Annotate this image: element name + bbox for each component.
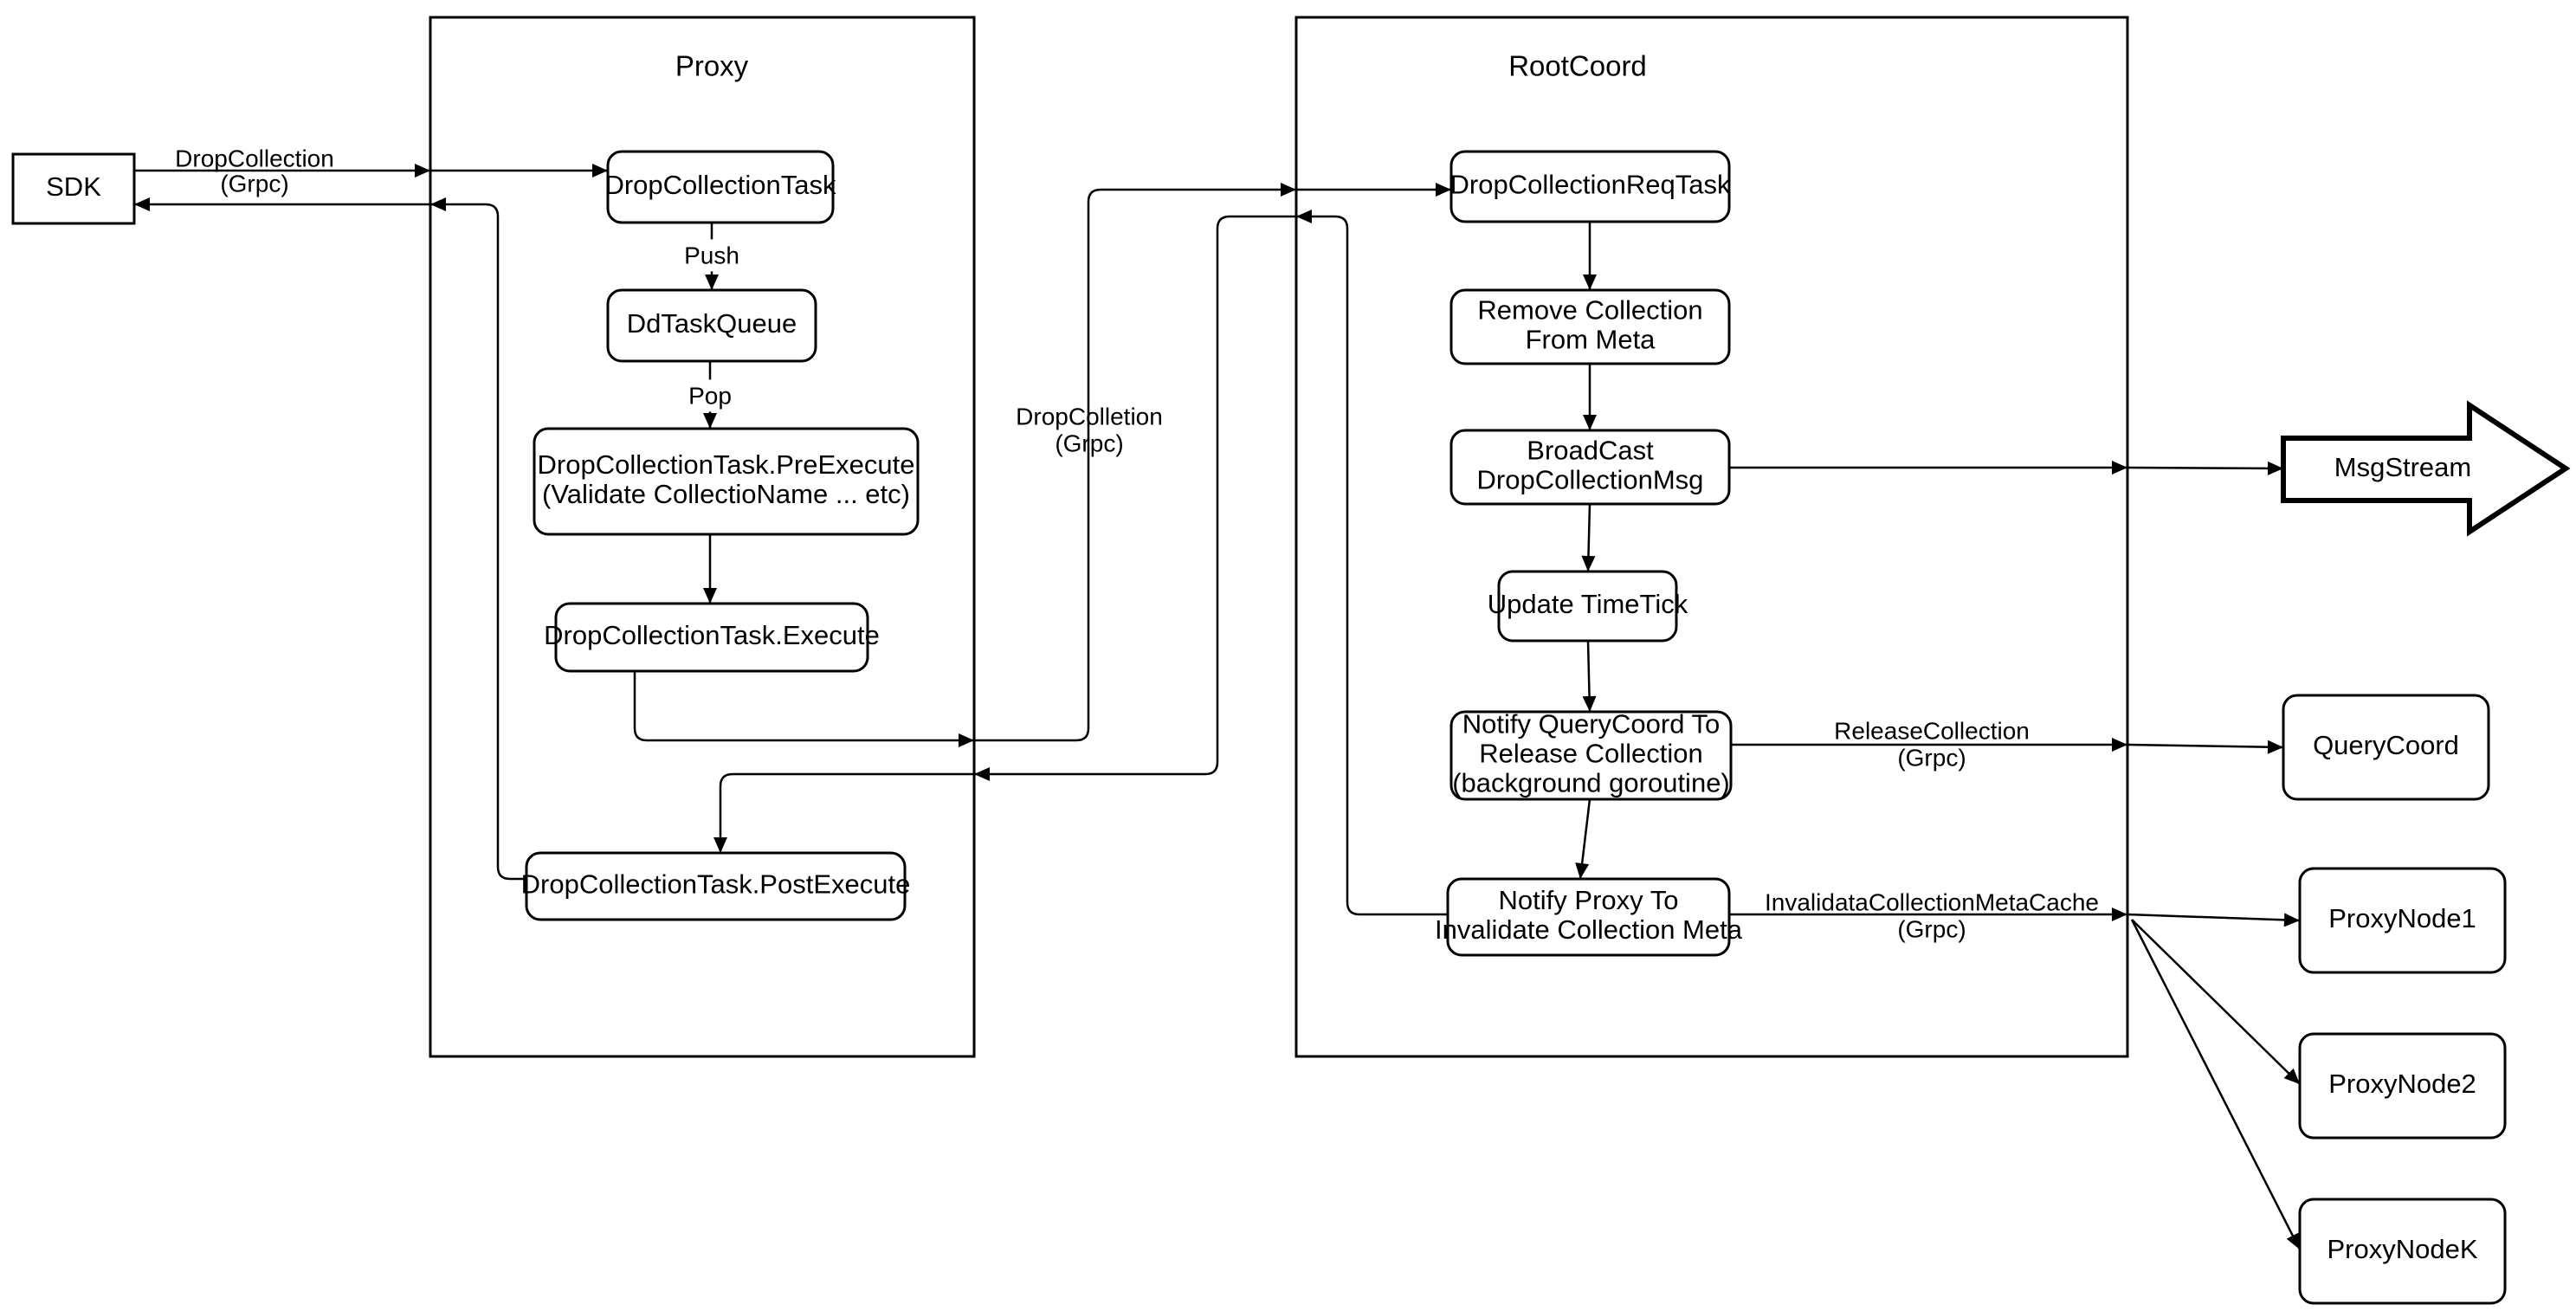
edge-rootcoord-edge-to-querycoord [2127,739,2284,754]
edge-execute-to-proxy-edge [633,671,974,747]
node-preExecute [533,427,920,536]
node-label-preExecute: (Validate CollectioName ... etc) [542,479,910,509]
label-dropcollection-grpc-text: DropCollection [175,145,334,171]
node-notifyQueryCoord [1449,710,1733,801]
node-label-postExecute: DropCollectionTask.PostExecute [521,869,911,900]
node-label-sdk: SDK [46,171,101,202]
edge-timetick-to-notifyqc [1582,640,1597,713]
node-sdk [11,152,136,225]
label-push-text: Push [684,242,739,268]
node-label-broadcast: BroadCast [1527,436,1654,466]
node-label-removeMeta: Remove Collection [1477,295,1702,326]
node-label-reqTask: DropCollectionReqTask [1450,170,1731,200]
node-dropCollectionTask [606,150,835,224]
node-removeMeta [1449,288,1731,365]
label-push-bg [679,239,745,272]
label-invalidatecache-text: InvalidataCollectionMetaCache [1765,888,2099,915]
node-label-dropCollectionTask: DropCollectionTask [604,170,836,200]
label-pop-bg [683,379,737,412]
edge-notifyqc-to-notifyproxy [1575,798,1591,880]
node-execute [554,602,869,673]
label-releasecollection-text: (Grpc) [1897,744,1966,771]
edge-rootcoord-edge-return-to-proxy-edge [974,215,1296,781]
label-dropcolletion-grpc-text: (Grpc) [1055,429,1123,456]
node-label-updateTimeTick: Update TimeTick [1488,589,1688,619]
label-releasecollection: ReleaseCollection(Grpc) [1834,717,2030,771]
node-ddTaskQueue [606,288,817,363]
edge-postexecute-to-proxy-edge [430,197,526,881]
node-queryCoord [2282,694,2490,801]
node-label-broadcast: DropCollectionMsg [1477,465,1704,495]
edge-proxy-edge-to-rootcoord-edge [974,183,1296,742]
node-notifyProxy [1446,877,1731,957]
node-label-notifyProxy: Invalidate Collection Meta [1435,914,1743,945]
msgstream-label: MsgStream [2334,452,2471,482]
label-dropcollection-grpc: DropCollection(Grpc) [175,145,334,197]
node-broadcast [1449,429,1731,506]
node-label-proxyNode2: ProxyNode2 [2328,1069,2476,1099]
node-label-notifyProxy: Notify Proxy To [1499,885,1679,915]
msgstream-arrow-shape [2281,400,2571,537]
label-releasecollection-text: ReleaseCollection [1834,717,2030,744]
node-updateTimeTick [1497,570,1678,643]
container-label-rootcoord: RootCoord [1508,50,1647,82]
node-label-ddTaskQueue: DdTaskQueue [627,308,797,339]
node-reqTask [1449,150,1731,223]
edge-notifyproxy-return-to-rootcoord-edge [1296,210,1448,916]
node-label-notifyQueryCoord: Release Collection [1479,739,1702,769]
edge-rootcoord-edge-to-proxynode1 [2127,913,2301,927]
label-invalidatecache-text: (Grpc) [1897,915,1966,942]
label-dropcollection-grpc-text: (Grpc) [220,170,288,197]
label-pop-text: Pop [688,382,732,409]
node-label-preExecute: DropCollectionTask.PreExecute [538,449,915,480]
node-label-removeMeta: From Meta [1526,325,1656,355]
edge-proxy-edge-to-postexecute [713,772,974,853]
label-pop: Pop [683,379,737,412]
node-label-execute: DropCollectionTask.Execute [544,620,880,650]
edge-broadcast-to-timetick [1581,503,1596,572]
node-label-proxyNodeK: ProxyNodeK [2327,1234,2477,1264]
node-label-proxyNode1: ProxyNode1 [2328,903,2476,933]
node-label-notifyQueryCoord: Notify QueryCoord To [1462,709,1721,739]
node-label-notifyQueryCoord: (background goroutine) [1452,768,1730,798]
node-proxyNodeK [2298,1198,2507,1305]
container-label-proxy: Proxy [675,50,749,82]
node-proxyNode1 [2298,867,2507,974]
edge-fan-to-proxynode2 [2131,919,2301,1085]
node-label-queryCoord: QueryCoord [2313,730,2459,760]
label-dropcolletion-grpc-text: DropColletion [1016,403,1163,429]
label-invalidatecache: InvalidataCollectionMetaCache(Grpc) [1765,888,2099,942]
label-dropcolletion-grpc: DropColletion(Grpc) [1016,403,1163,456]
node-proxyNode2 [2298,1032,2507,1140]
edge-fan-to-proxynodek [2130,919,2302,1250]
node-postExecute [525,851,907,921]
label-push: Push [679,239,745,272]
